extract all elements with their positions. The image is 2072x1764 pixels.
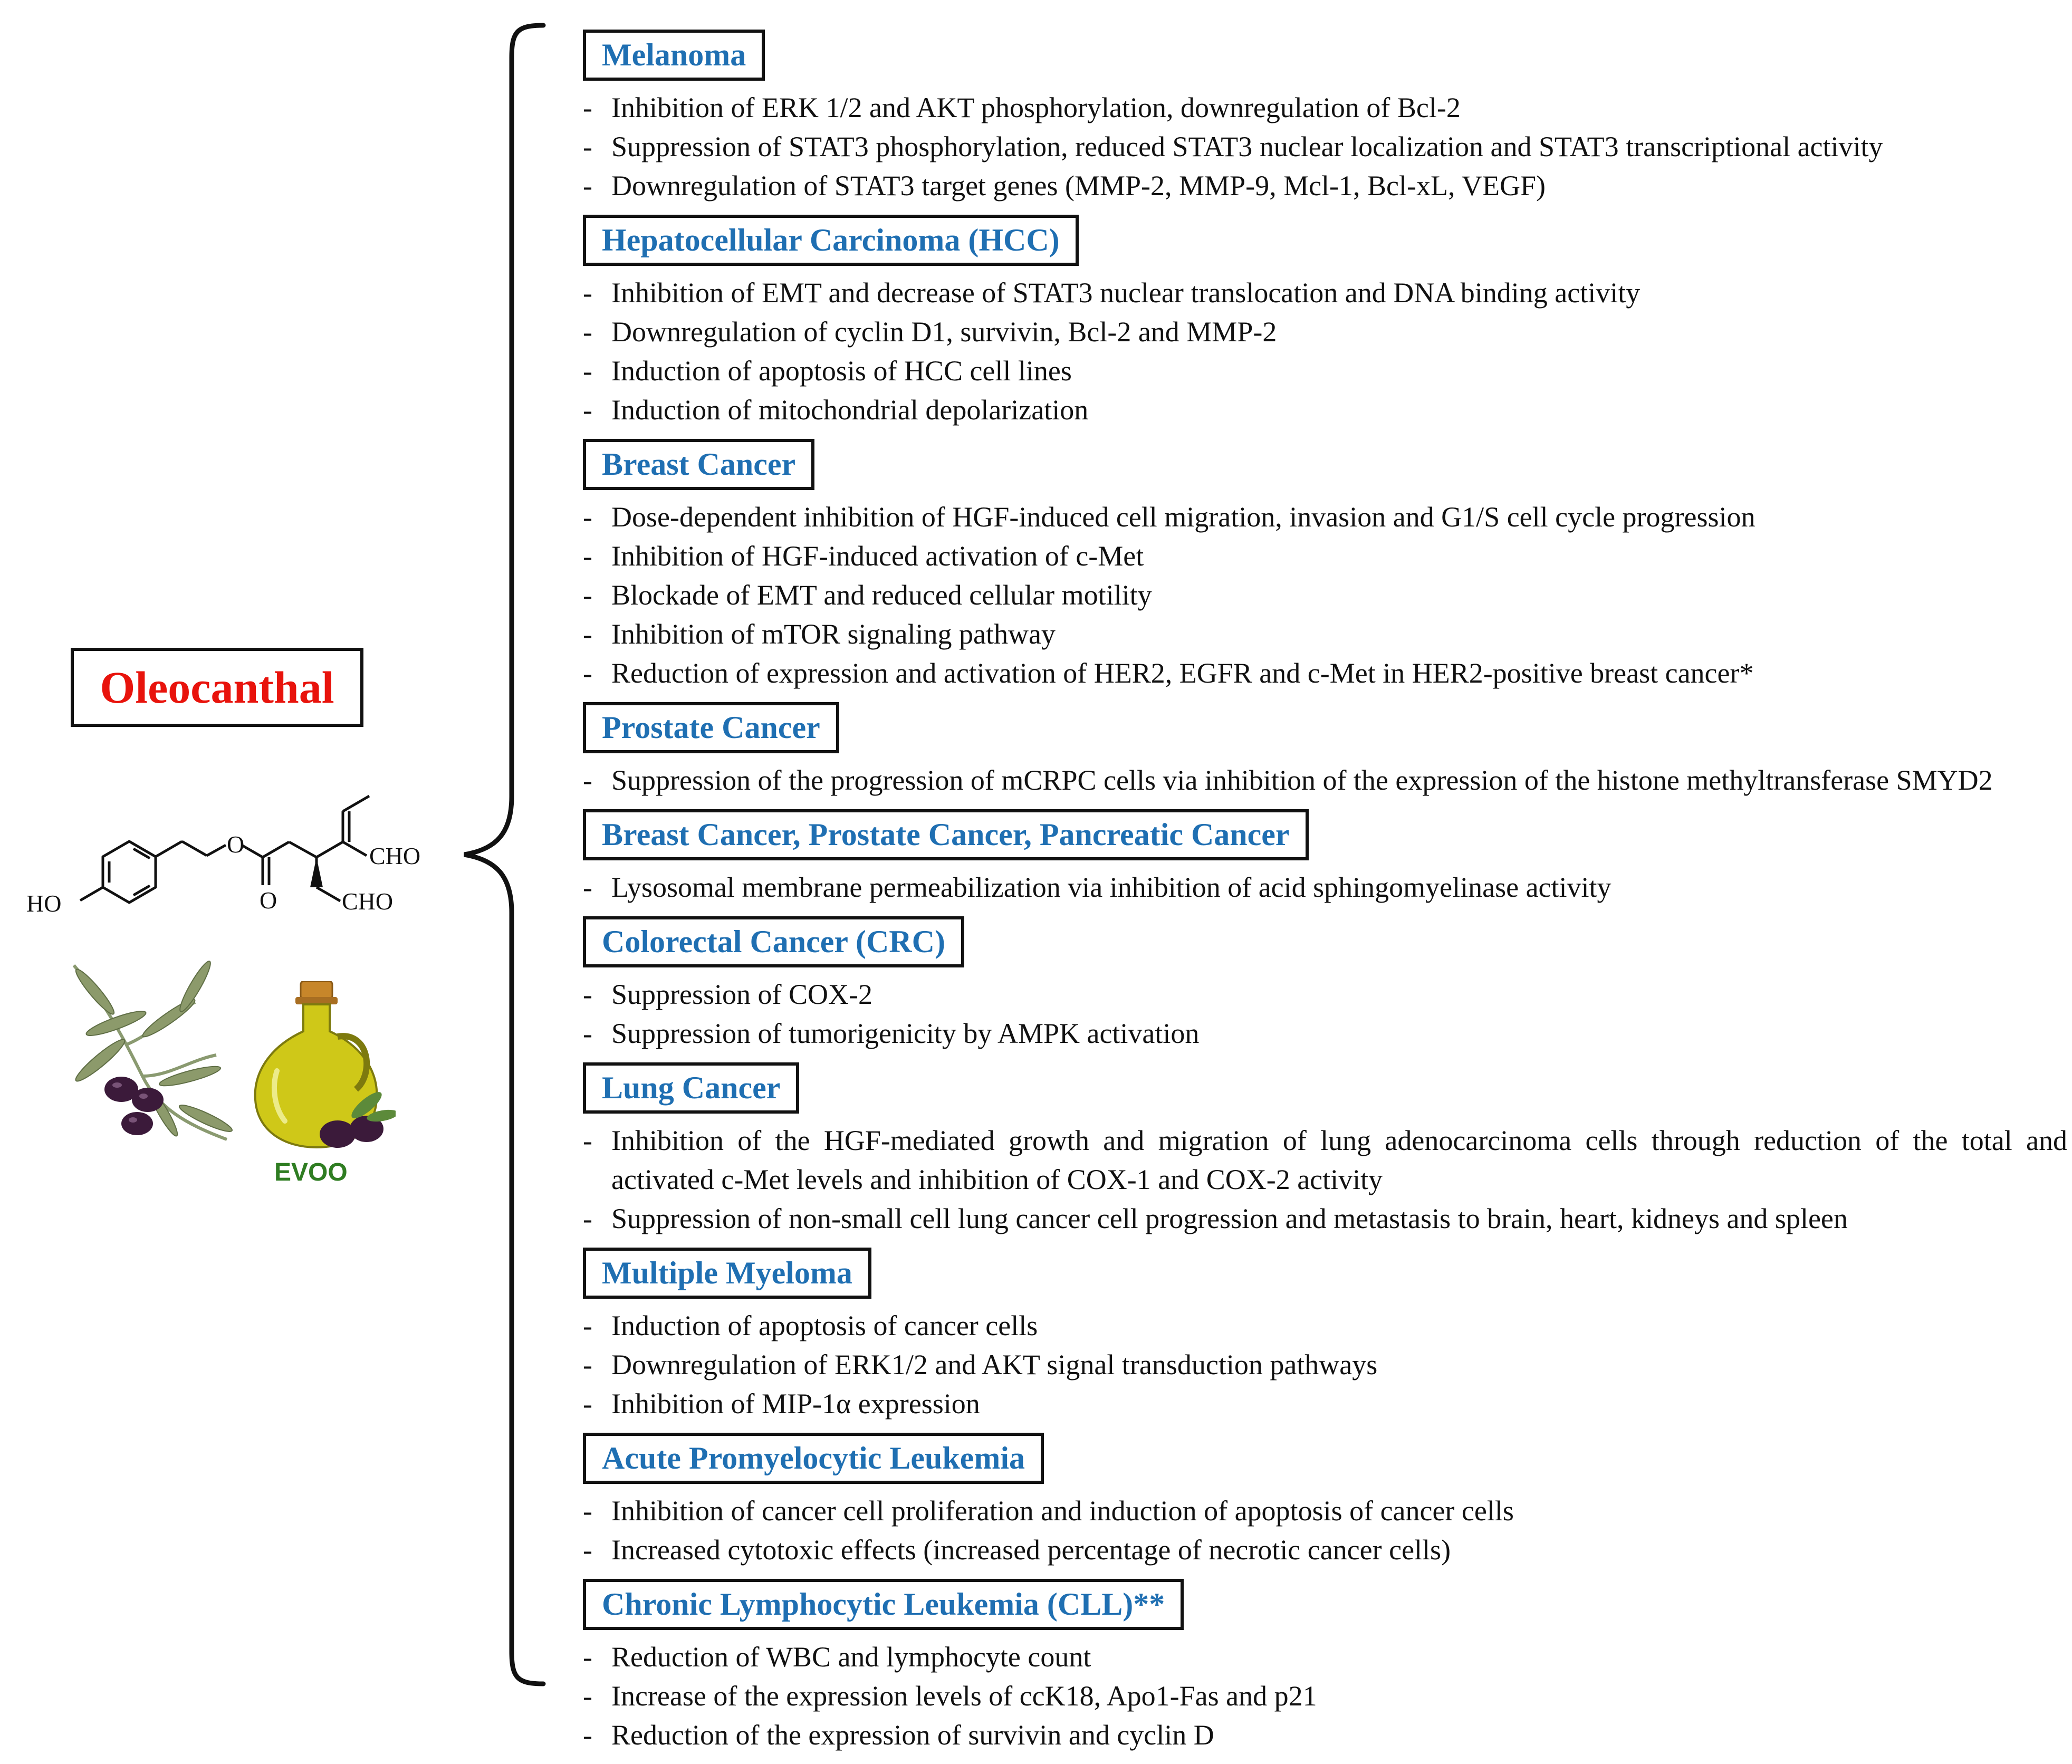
effect-item: Reduction of expression and activation o… [583, 654, 2060, 693]
olive-oil-bottle-icon [254, 981, 396, 1149]
hydroxyl-label: HO [26, 890, 61, 917]
effect-item: Induction of apoptosis of HCC cell lines [583, 351, 2060, 390]
effect-item: Inhibition of ERK 1/2 and AKT phosphoryl… [583, 88, 2060, 127]
section-heading: Chronic Lymphocytic Leukemia (CLL)** [602, 1587, 1165, 1622]
effect-item: Increased cytotoxic effects (increased p… [583, 1530, 2060, 1569]
aldehyde-label-1: CHO [369, 842, 420, 869]
section-heading-box: Hepatocellular Carcinoma (HCC) [583, 215, 1079, 266]
effect-list: Dose-dependent inhibition of HGF-induced… [583, 497, 2060, 693]
effect-item: Lysosomal membrane permeabilization via … [583, 868, 2060, 907]
effect-item: Downregulation of STAT3 target genes (MM… [583, 166, 2060, 205]
evoo-label: EVOO [274, 1158, 348, 1186]
aldehyde-label-2: CHO [342, 888, 393, 915]
molecule-bonds [79, 794, 370, 904]
effect-list: Suppression of COX-2 Suppression of tumo… [583, 975, 2060, 1053]
section-heading-box: Breast Cancer, Prostate Cancer, Pancreat… [583, 809, 1309, 860]
section-heading-box: Prostate Cancer [583, 702, 839, 753]
effect-list: Induction of apoptosis of cancer cells D… [583, 1306, 2060, 1423]
section-melanoma: Melanoma Inhibition of ERK 1/2 and AKT p… [583, 30, 2060, 205]
effect-list: Inhibition of ERK 1/2 and AKT phosphoryl… [583, 88, 2060, 205]
section-breast-prostate-pancreatic: Breast Cancer, Prostate Cancer, Pancreat… [583, 809, 2060, 907]
section-heading-box: Melanoma [583, 30, 765, 81]
effect-item: Induction of mitochondrial depolarizatio… [583, 390, 2060, 429]
effect-item: Suppression of tumorigenicity by AMPK ac… [583, 1014, 2060, 1053]
effect-item: Blockade of EMT and reduced cellular mot… [583, 576, 2060, 615]
effect-list: Suppression of the progression of mCRPC … [583, 761, 2060, 800]
section-apl: Acute Promyelocytic Leukemia Inhibition … [583, 1433, 2060, 1569]
section-heading: Lung Cancer [602, 1070, 781, 1105]
effect-item: Suppression of non-small cell lung cance… [583, 1199, 2060, 1238]
effect-item: Downregulation of ERK1/2 and AKT signal … [583, 1345, 2060, 1384]
grouping-brace [464, 23, 546, 1686]
section-prostate-cancer: Prostate Cancer Suppression of the progr… [583, 702, 2060, 800]
effect-item: Dose-dependent inhibition of HGF-induced… [583, 497, 2060, 536]
wedge-bond [310, 857, 323, 887]
effect-item: Inhibition of EMT and decrease of STAT3 … [583, 273, 2060, 312]
effect-item: Suppression of the progression of mCRPC … [583, 761, 2060, 800]
section-heading: Prostate Cancer [602, 710, 820, 745]
effect-list: Inhibition of cancer cell proliferation … [583, 1491, 2060, 1569]
section-heading: Colorectal Cancer (CRC) [602, 924, 945, 959]
section-heading: Hepatocellular Carcinoma (HCC) [602, 223, 1060, 257]
cancer-sections: Melanoma Inhibition of ERK 1/2 and AKT p… [583, 30, 2067, 1764]
effect-item: Reduction of WBC and lymphocyte count [583, 1637, 2060, 1676]
section-cll: Chronic Lymphocytic Leukemia (CLL)** Red… [583, 1579, 2060, 1755]
section-heading-box: Chronic Lymphocytic Leukemia (CLL)** [583, 1579, 1184, 1630]
effect-item: Inhibition of mTOR signaling pathway [583, 615, 2060, 654]
section-heading-box: Colorectal Cancer (CRC) [583, 916, 964, 967]
effect-item: Reduction of the expression of survivin … [583, 1715, 2060, 1755]
effect-item: Inhibition of cancer cell proliferation … [583, 1491, 2060, 1530]
section-heading-box: Multiple Myeloma [583, 1248, 871, 1299]
section-breast-cancer: Breast Cancer Dose-dependent inhibition … [583, 439, 2060, 693]
section-heading-box: Lung Cancer [583, 1062, 800, 1114]
section-heading: Acute Promyelocytic Leukemia [602, 1441, 1025, 1475]
section-colorectal-cancer: Colorectal Cancer (CRC) Suppression of C… [583, 916, 2060, 1053]
effect-item: Inhibition of MIP-1α expression [583, 1384, 2060, 1423]
section-heading: Multiple Myeloma [602, 1255, 852, 1290]
effect-item: Suppression of STAT3 phosphorylation, re… [583, 127, 2060, 166]
section-heading-box: Breast Cancer [583, 439, 815, 490]
effect-item: Inhibition of HGF-induced activation of … [583, 536, 2060, 576]
effect-list: Lysosomal membrane permeabilization via … [583, 868, 2060, 907]
effect-list: Reduction of WBC and lymphocyte count In… [583, 1637, 2060, 1755]
section-heading: Melanoma [602, 37, 746, 72]
carbonyl-oxygen-label: O [260, 887, 277, 914]
olive-branch-icon [72, 961, 233, 1141]
section-heading: Breast Cancer [602, 447, 796, 482]
oleocanthal-structure: HO O O CHO CHO [26, 794, 420, 917]
effect-item: Inhibition of the HGF-mediated growth an… [583, 1121, 2067, 1199]
effect-item: Increase of the expression levels of ccK… [583, 1676, 2060, 1715]
section-hcc: Hepatocellular Carcinoma (HCC) Inhibitio… [583, 215, 2060, 429]
effect-item: Suppression of COX-2 [583, 975, 2060, 1014]
section-heading: Breast Cancer, Prostate Cancer, Pancreat… [602, 817, 1290, 852]
section-heading-box: Acute Promyelocytic Leukemia [583, 1433, 1044, 1484]
ester-oxygen-label: O [227, 831, 244, 858]
effect-list: Inhibition of the HGF-mediated growth an… [583, 1121, 2067, 1238]
section-lung-cancer: Lung Cancer Inhibition of the HGF-mediat… [583, 1062, 2067, 1238]
section-multiple-myeloma: Multiple Myeloma Induction of apoptosis … [583, 1248, 2060, 1423]
title-box: Oleocanthal [71, 648, 363, 727]
compound-title: Oleocanthal [100, 662, 334, 713]
effect-item: Induction of apoptosis of cancer cells [583, 1306, 2060, 1345]
effect-list: Inhibition of EMT and decrease of STAT3 … [583, 273, 2060, 429]
effect-item: Downregulation of cyclin D1, survivin, B… [583, 312, 2060, 351]
